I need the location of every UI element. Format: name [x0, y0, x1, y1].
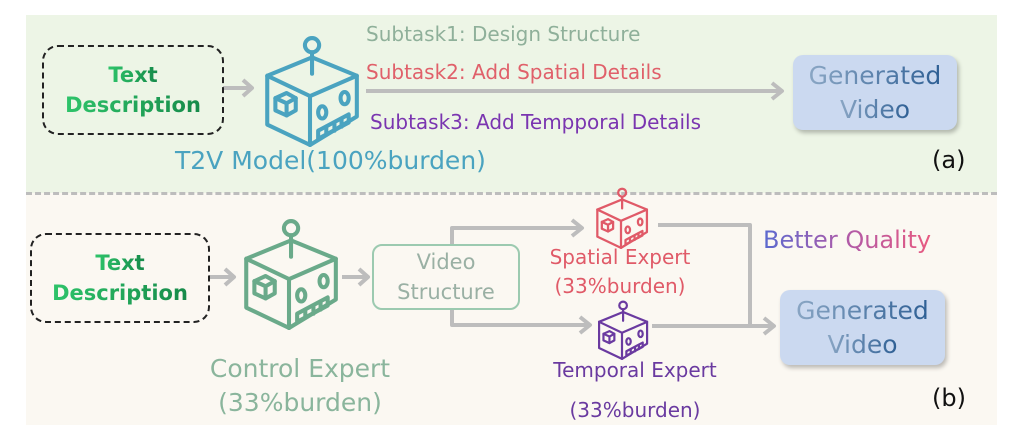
subtask-3: Subtask3: Add Tempporal Details	[370, 110, 702, 134]
output-line1: Generated	[809, 59, 942, 93]
spatial-expert-name: Spatial Expert	[549, 245, 691, 269]
spatial-expert-burden: (33%burden)	[554, 274, 686, 298]
panel-divider	[26, 192, 997, 195]
control-expert-label: Control Expert (33%burden)	[170, 352, 430, 420]
subtask-1: Subtask1: Design Structure	[366, 22, 641, 46]
text-description-box-b: Text Description	[30, 233, 210, 323]
input-label-line2: Description	[65, 90, 201, 120]
temporal-expert-name: Temporal Expert	[553, 358, 717, 382]
panel-b-tag: (b)	[932, 384, 966, 412]
output-line1: Generated	[796, 294, 929, 328]
t2v-robot-icon	[258, 35, 362, 147]
temporal-expert-burden: (33%burden)	[569, 398, 701, 422]
control-expert-robot-icon	[237, 218, 341, 330]
subtask-2: Subtask2: Add Spatial Details	[366, 60, 662, 84]
generated-video-box-b: Generated Video	[780, 290, 945, 365]
t2v-model-label: T2V Model(100%burden)	[175, 146, 486, 175]
input-label-line2: Description	[52, 278, 188, 308]
video-structure-box: Video Structure	[372, 244, 520, 310]
arrowhead	[770, 81, 784, 101]
control-expert-burden: (33%burden)	[218, 388, 382, 417]
input-label-line1: Text	[95, 248, 144, 278]
text-description-box-a: Text Description	[42, 45, 224, 135]
spatial-expert-robot-icon	[592, 187, 650, 249]
input-label-line1: Text	[108, 60, 157, 90]
better-quality-label: Better Quality	[763, 226, 932, 254]
generated-video-box-a: Generated Video	[793, 55, 957, 130]
output-line2: Video	[840, 93, 910, 127]
structure-line1: Video	[416, 250, 476, 274]
output-line2: Video	[827, 328, 897, 362]
panel-a-tag: (a)	[932, 146, 966, 174]
structure-line2: Structure	[397, 280, 495, 304]
arrowhead	[241, 78, 254, 98]
control-expert-name: Control Expert	[209, 354, 391, 383]
temporal-expert-robot-icon	[594, 300, 650, 360]
spatial-expert-label: Spatial Expert (33%burden)	[520, 243, 720, 301]
